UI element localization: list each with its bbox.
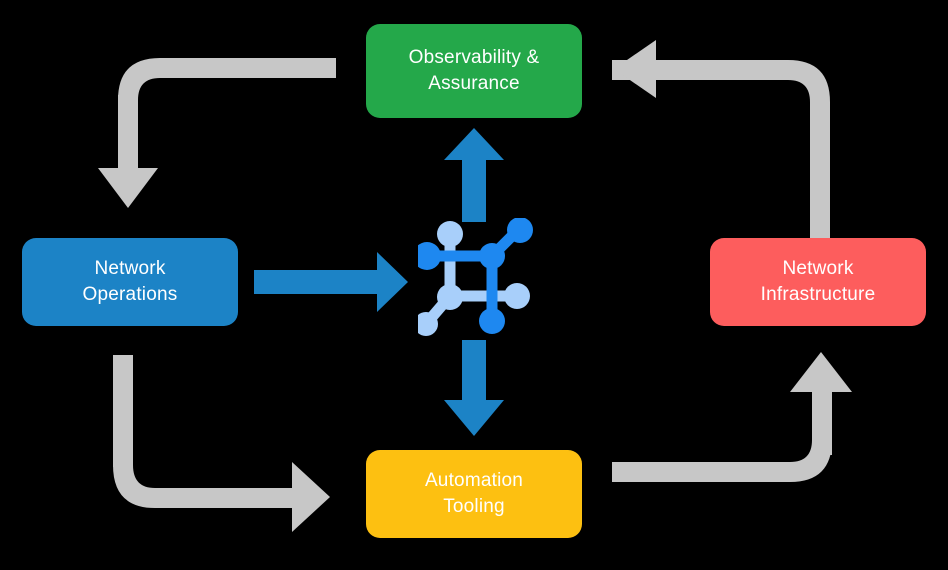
node-observability-assurance[interactable]: Observability & Assurance <box>366 24 582 118</box>
node-light-bottom-left <box>418 312 438 336</box>
arrow-automation-to-infrastructure-head <box>790 352 852 392</box>
node-dark-left <box>418 242 441 270</box>
node-light-center-lower <box>437 284 463 310</box>
node-light-top <box>437 221 463 247</box>
arrow-hub-to-observability <box>444 128 504 222</box>
arrow-automation-to-infrastructure <box>612 390 832 482</box>
arrow-operations-to-automation-stem <box>113 355 133 467</box>
arrow-automation-to-infrastructure-stem <box>812 385 832 455</box>
node-light-right <box>504 283 530 309</box>
arrow-hub-to-automation <box>444 340 504 436</box>
node-network-operations[interactable]: Network Operations <box>22 238 238 326</box>
node-automation-tooling[interactable]: Automation Tooling <box>366 450 582 538</box>
arrow-observability-to-operations-stem <box>118 95 138 173</box>
arrow-operations-to-automation-head <box>292 462 330 532</box>
arrow-operations-to-hub <box>254 252 408 312</box>
arrow-infrastructure-to-observability-head <box>614 40 656 98</box>
arrow-operations-to-automation <box>113 355 300 508</box>
node-dark-center <box>479 243 505 269</box>
node-dark-top-right <box>507 218 533 243</box>
node-dark-bottom <box>479 308 505 334</box>
arrow-infrastructure-to-observability-stem <box>810 105 830 239</box>
node-network-infrastructure[interactable]: Network Infrastructure <box>710 238 926 326</box>
arrow-observability-to-operations-head <box>98 168 158 208</box>
network-topology-icon <box>418 218 533 336</box>
